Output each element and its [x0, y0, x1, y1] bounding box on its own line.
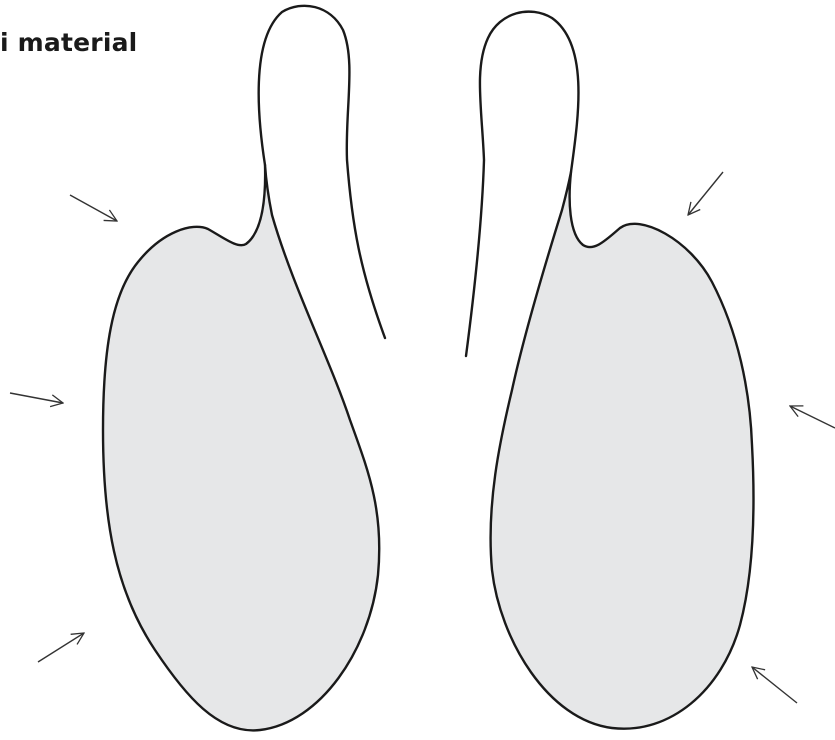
arrow-upper-left — [70, 195, 117, 221]
arrow-upper-right — [688, 172, 723, 215]
left-lobe-body — [103, 165, 379, 730]
right-lobe — [466, 12, 754, 729]
right-lobe-body — [491, 172, 754, 729]
arrow-lower-right — [752, 667, 797, 703]
arrow-middle-right — [790, 406, 835, 428]
left-lobe — [103, 6, 385, 731]
arrow-lower-left — [38, 633, 84, 662]
arrow-middle-left — [10, 393, 63, 403]
